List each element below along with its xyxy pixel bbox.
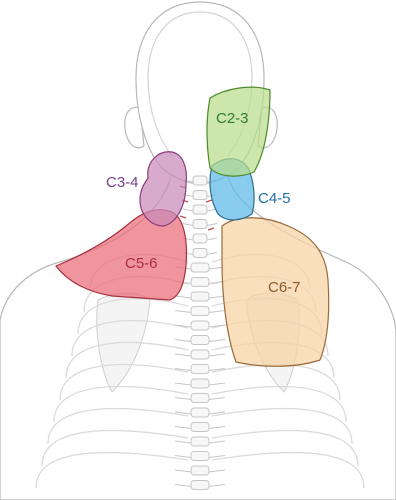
vertebra: [191, 321, 209, 330]
vertebra: [193, 205, 207, 214]
vertebra: [193, 220, 207, 229]
vertebra: [193, 234, 207, 243]
vertebra: [191, 452, 209, 461]
vertebra: [191, 350, 209, 359]
vertebra: [191, 394, 209, 403]
vertebra: [193, 191, 207, 200]
torso-outline: [0, 168, 396, 500]
label-c6-7: C6-7: [268, 279, 301, 296]
vertebra: [191, 292, 209, 301]
vertebra: [191, 379, 209, 388]
label-c5-6: C5-6: [125, 255, 158, 272]
label-c4-5: C4-5: [258, 190, 291, 207]
vertebra: [191, 408, 209, 417]
vertebra: [191, 307, 209, 316]
label-c3-4: C3-4: [106, 174, 139, 191]
vertebra: [193, 176, 207, 185]
vertebra: [191, 466, 209, 475]
vertebra: [191, 365, 209, 374]
vertebra: [193, 249, 207, 258]
vertebra: [191, 423, 209, 432]
region-c2-3: [207, 87, 270, 176]
vertebra: [191, 437, 209, 446]
vertebra: [191, 278, 209, 287]
vertebra: [191, 481, 209, 490]
label-c2-3: C2-3: [216, 110, 249, 127]
vertebra: [191, 336, 209, 345]
vertebra: [191, 263, 209, 272]
